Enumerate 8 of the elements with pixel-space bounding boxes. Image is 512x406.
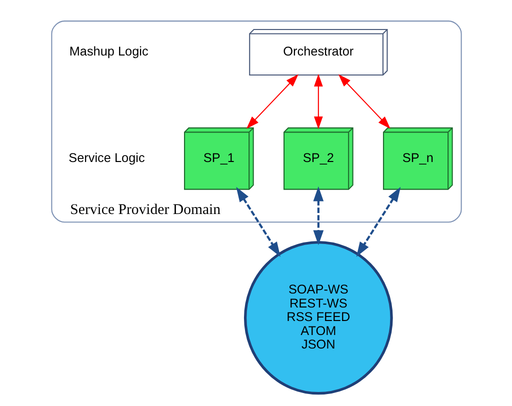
arrow [236, 186, 280, 257]
label: Service Logic [68, 150, 144, 165]
label: Mashup Logic [68, 44, 148, 59]
arrow [312, 186, 324, 246]
arrow [356, 186, 400, 257]
arrow [313, 74, 322, 130]
arrow [246, 74, 298, 129]
arrow [338, 74, 390, 129]
